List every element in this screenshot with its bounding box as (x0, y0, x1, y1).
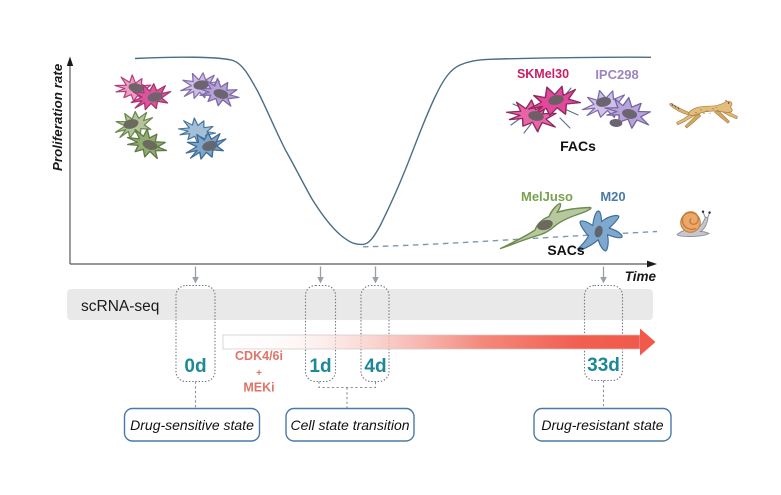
svg-text:0d: 0d (184, 356, 206, 377)
svg-text:1d: 1d (309, 356, 331, 377)
svg-text:Drug-resistant state: Drug-resistant state (541, 417, 663, 433)
svg-text:IPC298: IPC298 (595, 67, 638, 82)
svg-text:+: + (256, 368, 262, 379)
svg-text:M20: M20 (600, 189, 625, 204)
svg-text:SACs: SACs (547, 242, 585, 258)
svg-text:MelJuso: MelJuso (521, 189, 573, 204)
svg-text:scRNA-seq: scRNA-seq (81, 298, 159, 315)
svg-text:Proliferation rate: Proliferation rate (50, 64, 65, 171)
svg-text:FACs: FACs (560, 138, 596, 154)
svg-text:33d: 33d (587, 355, 620, 376)
svg-text:Drug-sensitive state: Drug-sensitive state (130, 417, 254, 433)
svg-text:SKMel30: SKMel30 (517, 67, 569, 81)
svg-text:MEKi: MEKi (243, 381, 274, 395)
svg-text:Cell state transition: Cell state transition (290, 417, 409, 433)
svg-text:4d: 4d (364, 356, 386, 377)
svg-text:Time: Time (625, 269, 657, 284)
svg-text:CDK4/6i: CDK4/6i (235, 349, 283, 363)
